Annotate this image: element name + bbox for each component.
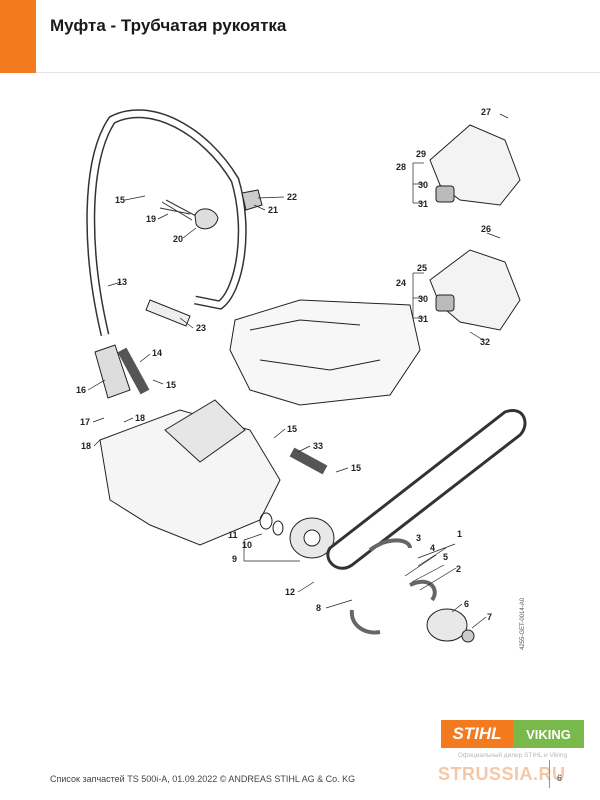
figure-code: 4255-GET-0014-A0 — [520, 597, 526, 650]
callout-1: 1 — [457, 529, 462, 539]
callout-17: 17 — [80, 417, 90, 427]
bracket-drawing — [241, 189, 263, 211]
clutch-shoe-drawing — [368, 538, 412, 552]
grip-sleeve-drawing — [145, 299, 191, 327]
callout-29: 29 — [416, 149, 426, 159]
header-accent-bar — [0, 0, 36, 73]
callout-13: 13 — [117, 277, 127, 287]
dealer-caption: Официальный дилер STIHL и Viking — [457, 752, 568, 759]
callout-26: 26 — [481, 224, 491, 234]
callout-30b: 30 — [418, 294, 428, 304]
callout-6: 6 — [464, 599, 469, 609]
callout-16: 16 — [76, 385, 86, 395]
handle-bracket-drawing — [94, 344, 131, 399]
av-mount-bottom-drawing — [429, 249, 521, 331]
engine-housing-drawing — [229, 299, 421, 406]
site-watermark: STRUSSIA.RU — [438, 764, 566, 784]
title-divider — [36, 72, 600, 73]
brand-logos: STIHL VIKING — [441, 720, 584, 748]
page-title: Муфта - Трубчатая рукоятка — [50, 16, 287, 35]
callout-11: 11 — [228, 530, 238, 540]
cylinder-drawing — [164, 399, 246, 463]
clutch-carrier-drawing — [426, 608, 468, 642]
callout-8: 8 — [316, 603, 321, 613]
callout-30a: 30 — [418, 180, 428, 190]
callout-18a: 18 — [135, 413, 145, 423]
callout-28: 28 — [396, 162, 406, 172]
rear-grip-drawing — [289, 447, 328, 475]
spring-drawing — [159, 199, 197, 221]
callout-27: 27 — [481, 107, 491, 117]
callout-15a: 15 — [115, 195, 125, 205]
callout-7: 7 — [487, 612, 492, 622]
page-number-divider — [549, 760, 550, 788]
callout-24: 24 — [396, 278, 406, 288]
circlip-drawing — [259, 512, 273, 530]
footer-text: Список запчастей TS 500i-A, 01.09.2022 ©… — [50, 774, 356, 784]
callout-3: 3 — [416, 533, 421, 543]
callout-21: 21 — [268, 205, 278, 215]
stihl-logo: STIHL — [441, 720, 513, 748]
callout-10: 10 — [242, 540, 252, 550]
exploded-parts-diagram: 15 22 21 19 20 13 23 14 16 15 17 18 18 1… — [76, 107, 527, 643]
nut-drawing — [461, 629, 475, 643]
callout-2: 2 — [456, 564, 461, 574]
callout-15b: 15 — [166, 380, 176, 390]
handle-grip-drawing — [117, 347, 150, 395]
callout-15c: 15 — [287, 424, 297, 434]
page-number: 6 — [557, 773, 563, 783]
callout-33: 33 — [313, 441, 323, 451]
callout-31b: 31 — [418, 314, 428, 324]
callout-9: 9 — [232, 554, 237, 564]
callout-18b: 18 — [81, 441, 91, 451]
callout-15d: 15 — [351, 463, 361, 473]
callout-5: 5 — [443, 552, 448, 562]
callout-12: 12 — [285, 587, 295, 597]
callout-19: 19 — [146, 214, 156, 224]
callout-4: 4 — [430, 543, 435, 553]
rubber-buffer-drawing — [194, 208, 219, 230]
callout-25: 25 — [417, 263, 427, 273]
v-belt-drawing — [326, 409, 527, 570]
washer-drawing — [272, 520, 284, 536]
viking-logo: VIKING — [513, 720, 584, 748]
callout-14: 14 — [152, 348, 162, 358]
callout-20: 20 — [173, 234, 183, 244]
callout-22: 22 — [287, 192, 297, 202]
callout-23: 23 — [196, 323, 206, 333]
callout-32: 32 — [480, 337, 490, 347]
callout-31a: 31 — [418, 199, 428, 209]
